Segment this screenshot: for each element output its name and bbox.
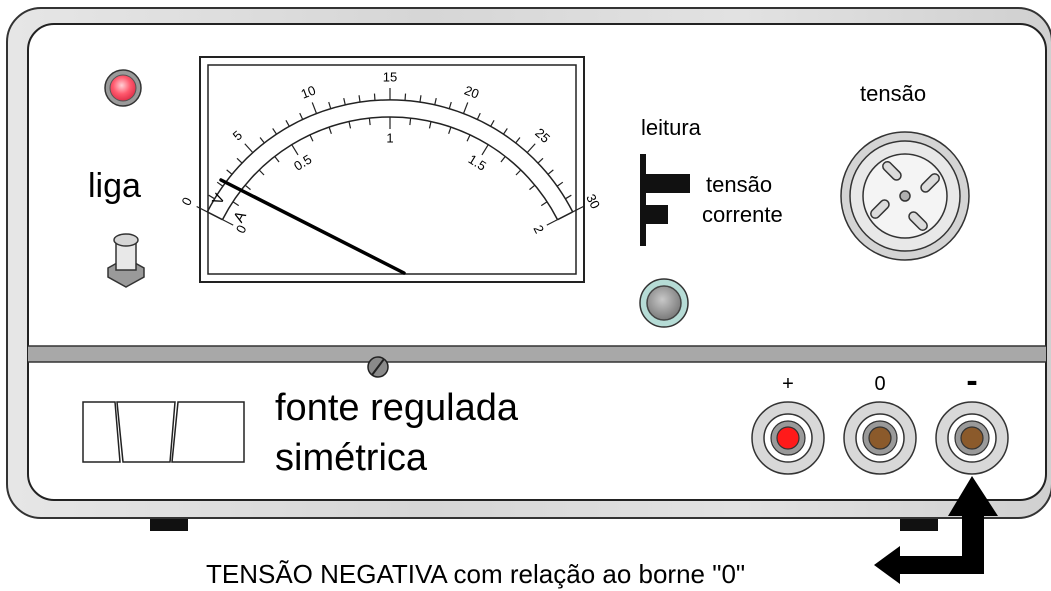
voltage-tick	[404, 93, 407, 101]
voltage-tick	[490, 120, 495, 127]
readout-selector-switch[interactable]	[640, 154, 690, 246]
voltage-adjust-knob[interactable]	[840, 131, 970, 261]
voltage-tick	[572, 205, 584, 213]
current-tick	[481, 144, 489, 156]
voltage-tick	[216, 181, 224, 187]
voltage-tick	[537, 157, 544, 164]
display-segments	[82, 401, 245, 463]
voltage-tick	[226, 169, 233, 175]
voltage-tick	[462, 102, 469, 114]
voltage-tick	[328, 101, 332, 109]
voltage-tick	[556, 181, 564, 187]
voltage-tick	[196, 205, 208, 213]
current-tick	[515, 169, 522, 176]
current-tick	[448, 126, 452, 134]
current-tick	[348, 121, 352, 129]
voltage-tick	[515, 137, 521, 144]
voltage-tick	[236, 157, 243, 164]
power-toggle-switch[interactable]	[107, 233, 145, 288]
voltage-tick	[272, 128, 278, 135]
current-tick	[244, 184, 251, 191]
power-led-icon	[104, 69, 142, 107]
current-tick	[428, 121, 432, 129]
current-tick	[409, 118, 412, 126]
brand-line-1: fonte regulada	[275, 387, 519, 429]
voltage-tick-label: 15	[383, 69, 397, 84]
binding-post-negative[interactable]	[935, 401, 1009, 475]
meter-needle	[219, 178, 406, 275]
current-tick	[500, 156, 506, 163]
selector-current-tab	[646, 205, 668, 224]
voltage-tick	[419, 95, 422, 103]
current-tick	[328, 126, 332, 134]
selector-voltage-tab	[646, 174, 690, 193]
current-tick	[291, 144, 299, 156]
current-tick	[540, 201, 548, 207]
push-button[interactable]	[639, 278, 689, 328]
current-tick	[274, 156, 280, 163]
voltage-tick	[434, 97, 437, 106]
voltage-tick-label: 10	[299, 83, 318, 102]
knob-grip-icon	[870, 161, 940, 231]
voltage-tick	[259, 137, 265, 144]
voltage-tick	[311, 102, 318, 114]
current-tick	[529, 184, 536, 191]
voltage-tick	[299, 112, 304, 120]
knob-label: tensão	[860, 81, 926, 106]
power-label: liga	[88, 167, 141, 205]
voltage-tick	[208, 194, 215, 200]
terminal-label: +	[782, 373, 794, 395]
current-tick	[546, 219, 558, 226]
annotation-text: TENSÃO NEGATIVA com relação ao borne "0"	[206, 559, 745, 589]
voltage-tick-label: 20	[462, 83, 481, 102]
binding-post-zero[interactable]	[843, 401, 917, 475]
terminal-label: 0	[874, 373, 885, 395]
voltage-tick	[547, 169, 554, 175]
current-tick-label: 1	[386, 130, 393, 145]
voltage-tick	[565, 194, 572, 200]
voltage-tick	[244, 143, 254, 154]
voltage-tick	[448, 101, 452, 109]
voltage-tick	[285, 120, 290, 127]
current-tick	[258, 169, 265, 176]
arrow-icon	[874, 476, 998, 584]
current-tick	[222, 219, 234, 226]
voltage-tick	[476, 112, 481, 120]
voltage-tick	[526, 143, 536, 154]
voltage-tick	[502, 128, 508, 135]
current-tick	[232, 201, 240, 207]
terminal-label: -	[966, 362, 977, 400]
voltage-tick	[373, 93, 376, 101]
current-tick	[309, 134, 314, 142]
readout-option-current: corrente	[702, 202, 783, 227]
divider-strip	[28, 346, 1046, 362]
voltage-tick-label: 30	[583, 192, 603, 212]
binding-post-positive[interactable]	[751, 401, 825, 475]
screw-icon	[367, 356, 389, 378]
current-tick	[368, 118, 371, 126]
voltage-tick	[358, 95, 361, 103]
current-tick	[466, 134, 471, 142]
voltage-tick	[343, 97, 346, 106]
readout-title: leitura	[641, 115, 702, 140]
readout-option-voltage: tensão	[706, 172, 772, 197]
brand-line-2: simétrica	[275, 437, 428, 479]
